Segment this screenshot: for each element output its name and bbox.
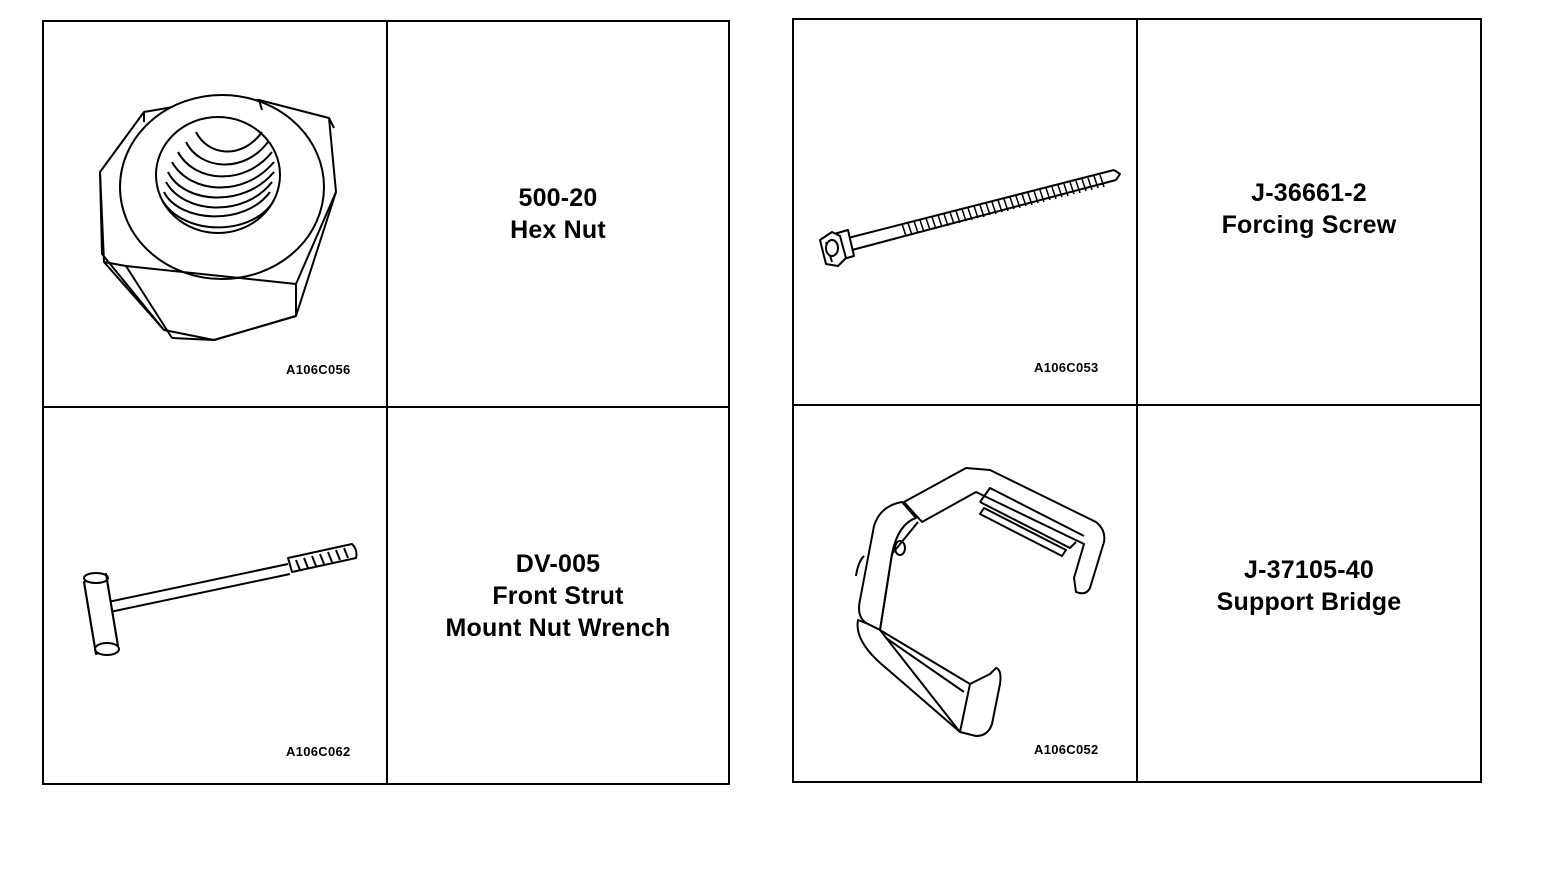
tool-description: Support Bridge: [1216, 587, 1402, 616]
tool-number: DV-005: [515, 549, 601, 578]
wrench-icon: [44, 408, 386, 785]
tool-name-cell: J-37105-40 Support Bridge: [1138, 406, 1480, 781]
figure-code: A106C056: [286, 362, 351, 377]
tool-row-support-bridge: A106C052 J-37105-40 Support Bridge: [794, 406, 1480, 781]
figure-code: A106C062: [286, 744, 351, 759]
tool-row-wrench: A106C062 DV-005 Front Strut Mount Nut Wr…: [44, 408, 728, 783]
tool-table-left: A106C056 500-20 Hex Nut: [42, 20, 730, 785]
forcing-screw-icon: [794, 20, 1136, 404]
tool-illustration-cell: A106C062: [44, 408, 388, 783]
tool-illustration-cell: A106C056: [44, 22, 388, 406]
tool-description: Mount Nut Wrench: [445, 613, 671, 642]
support-bridge-icon: [794, 406, 1136, 783]
tool-name-cell: 500-20 Hex Nut: [388, 22, 728, 406]
tool-number: 500-20: [518, 184, 598, 212]
tool-name: J-37105-40 Support Bridge: [1217, 554, 1402, 618]
tool-number: J-36661-2: [1251, 179, 1367, 207]
figure-code: A106C052: [1034, 742, 1099, 757]
tool-name-cell: DV-005 Front Strut Mount Nut Wrench: [388, 408, 728, 783]
tool-description: Hex Nut: [510, 216, 606, 244]
tool-row-forcing-screw: A106C053 J-36661-2 Forcing Screw: [794, 20, 1480, 406]
tool-table-right: A106C053 J-36661-2 Forcing Screw: [792, 18, 1482, 783]
tool-illustration-cell: A106C052: [794, 406, 1138, 781]
tool-row-hex-nut: A106C056 500-20 Hex Nut: [44, 22, 728, 408]
tool-illustration-cell: A106C053: [794, 20, 1138, 404]
tool-description: Front Strut: [492, 581, 624, 610]
tool-number: J-37105-40: [1244, 555, 1374, 584]
figure-code: A106C053: [1034, 360, 1099, 375]
tool-name: J-36661-2 Forcing Screw: [1222, 177, 1397, 241]
tool-name-cell: J-36661-2 Forcing Screw: [1138, 20, 1480, 404]
tool-name: DV-005 Front Strut Mount Nut Wrench: [446, 548, 671, 644]
tool-name: 500-20 Hex Nut: [510, 182, 606, 246]
tool-description: Forcing Screw: [1221, 211, 1397, 239]
hex-nut-icon: [44, 22, 386, 406]
